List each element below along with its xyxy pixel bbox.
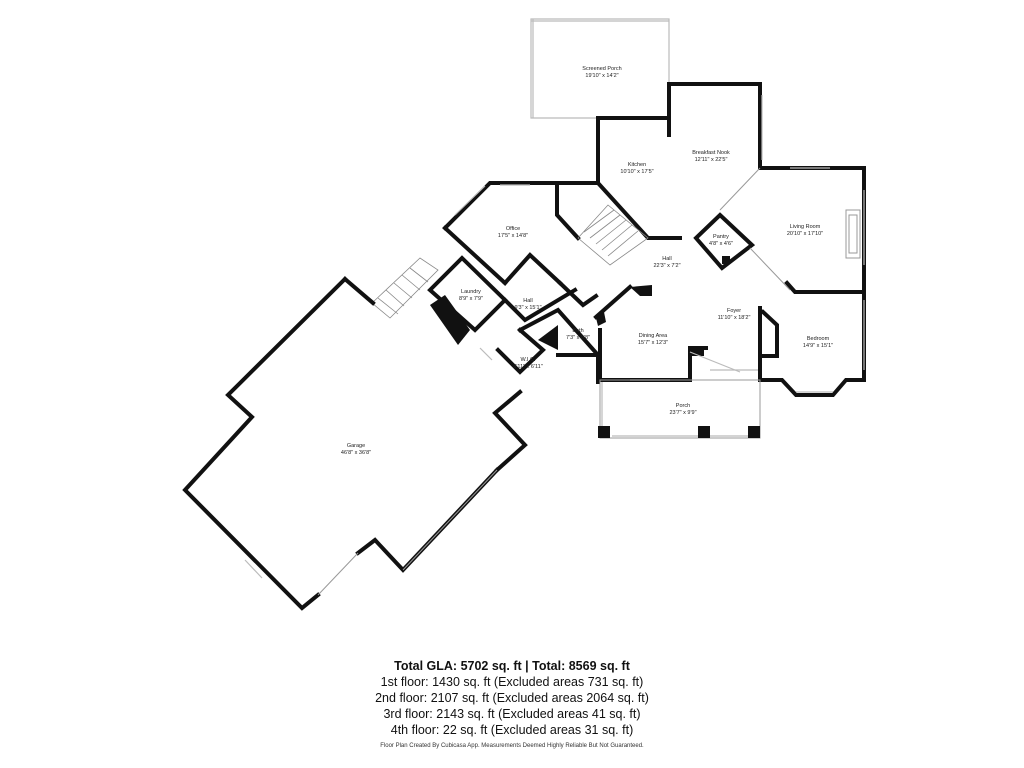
room-label-foyer: Foyer 11'10" x 18'2" — [718, 308, 751, 322]
room-label-kitchen: Kitchen 10'10" x 17'5" — [620, 162, 653, 176]
room-dims: 20'10" x 17'10" — [786, 231, 824, 237]
room-name: Screened Porch — [582, 66, 622, 72]
room-label-pantry: Pantry 4'8" x 4'6" — [709, 234, 733, 248]
floor1-area: 1st floor: 1430 sq. ft (Excluded areas 7… — [380, 675, 644, 689]
room-name: Office — [505, 226, 521, 232]
room-label-screened-porch: Screened Porch 19'10" x 14'2" — [582, 66, 621, 80]
room-label-bedroom: Bedroom 14'9" x 15'1" — [803, 336, 833, 350]
room-name: W.I.C. — [520, 357, 536, 363]
room-name: Kitchen — [627, 162, 647, 168]
room-label-wic: W.I.C. 6'11" x 6'11" — [513, 357, 542, 371]
room-name: Foyer — [726, 308, 742, 314]
room-dims: 17'5" x 14'8" — [497, 233, 529, 239]
room-dims: 4'8" x 4'6" — [708, 241, 734, 247]
room-dims: 11'10" x 18'2" — [717, 315, 751, 321]
foyer-dining-walls — [593, 284, 760, 382]
garage-walls — [182, 276, 528, 611]
room-dims: 9'3" x 15'1" — [514, 305, 542, 311]
room-label-porch: Porch 23'7" x 9'9" — [669, 403, 696, 417]
room-name: Laundry — [461, 289, 481, 295]
room-label-living-room: Living Room 20'10" x 17'10" — [787, 224, 823, 238]
laundry-walls — [427, 255, 599, 345]
floor4-area: 4th floor: 22 sq. ft (Excluded areas 31 … — [390, 723, 634, 737]
room-dims: 6'11" x 6'11" — [513, 364, 543, 370]
area-summary: Total GLA: 5702 sq. ft | Total: 8569 sq.… — [0, 658, 1024, 738]
room-label-breakfast-nook: Breakfast Nook 12'11" x 22'5" — [692, 150, 730, 164]
room-dims: 10'10" x 17'5" — [620, 169, 654, 175]
floor3-area: 3rd floor: 2143 sq. ft (Excluded areas 4… — [383, 707, 641, 721]
room-name: Breakfast Nook — [692, 150, 730, 156]
laundry-stairs — [371, 257, 439, 319]
room-name: Hall — [523, 298, 533, 304]
floor2-area: 2nd floor: 2107 sq. ft (Excluded areas 2… — [375, 691, 649, 705]
room-label-garage: Garage 46'8" x 36'8" — [341, 443, 371, 457]
disclaimer-footer: Floor Plan Created By Cubicasa App. Meas… — [380, 743, 644, 749]
pantry-walls — [693, 212, 756, 271]
total-area-heading: Total GLA: 5702 sq. ft | Total: 8569 sq.… — [394, 659, 630, 673]
office-walls — [442, 180, 682, 286]
room-name: Bedroom — [806, 336, 830, 342]
room-dims: 46'8" x 36'8" — [340, 450, 372, 456]
room-name: Dining Area — [638, 333, 668, 339]
room-label-office: Office 17'5" x 14'8" — [498, 226, 528, 240]
porch-outline — [598, 379, 761, 439]
room-name: Bath — [572, 328, 584, 334]
room-dims: 14'9" x 15'1" — [802, 343, 834, 349]
room-label-hall-side: Hall 9'3" x 15'1" — [514, 298, 541, 312]
room-dims: 8'9" x 7'9" — [458, 296, 484, 302]
room-name: Pantry — [713, 234, 729, 240]
room-name: Garage — [346, 443, 366, 449]
room-dims: 12'11" x 22'5" — [694, 157, 728, 163]
room-name: Living Room — [789, 224, 821, 230]
living-room-walls — [749, 209, 866, 294]
floor-plan-drawing — [182, 18, 866, 611]
room-name: Porch — [675, 403, 691, 409]
kitchen-nook-walls — [596, 82, 866, 294]
room-dims: 7'3" x 8'8" — [565, 335, 591, 341]
room-label-laundry: Laundry 8'9" x 7'9" — [459, 289, 483, 303]
room-label-bath: Bath 7'3" x 8'8" — [566, 328, 590, 342]
bath-wic-walls — [479, 307, 600, 384]
room-name: Hall — [662, 256, 672, 262]
office-stairs — [577, 204, 649, 266]
room-dims: 15'7" x 12'3" — [637, 340, 669, 346]
room-dims: 22'3" x 7'2" — [653, 263, 681, 269]
bedroom-walls — [758, 290, 866, 397]
room-dims: 23'7" x 9'9" — [669, 410, 697, 416]
room-dims: 19'10" x 14'2" — [585, 73, 619, 79]
room-label-hall-main: Hall 22'3" x 7'2" — [653, 256, 680, 270]
room-label-dining-area: Dining Area 15'7" x 12'3" — [638, 333, 668, 347]
